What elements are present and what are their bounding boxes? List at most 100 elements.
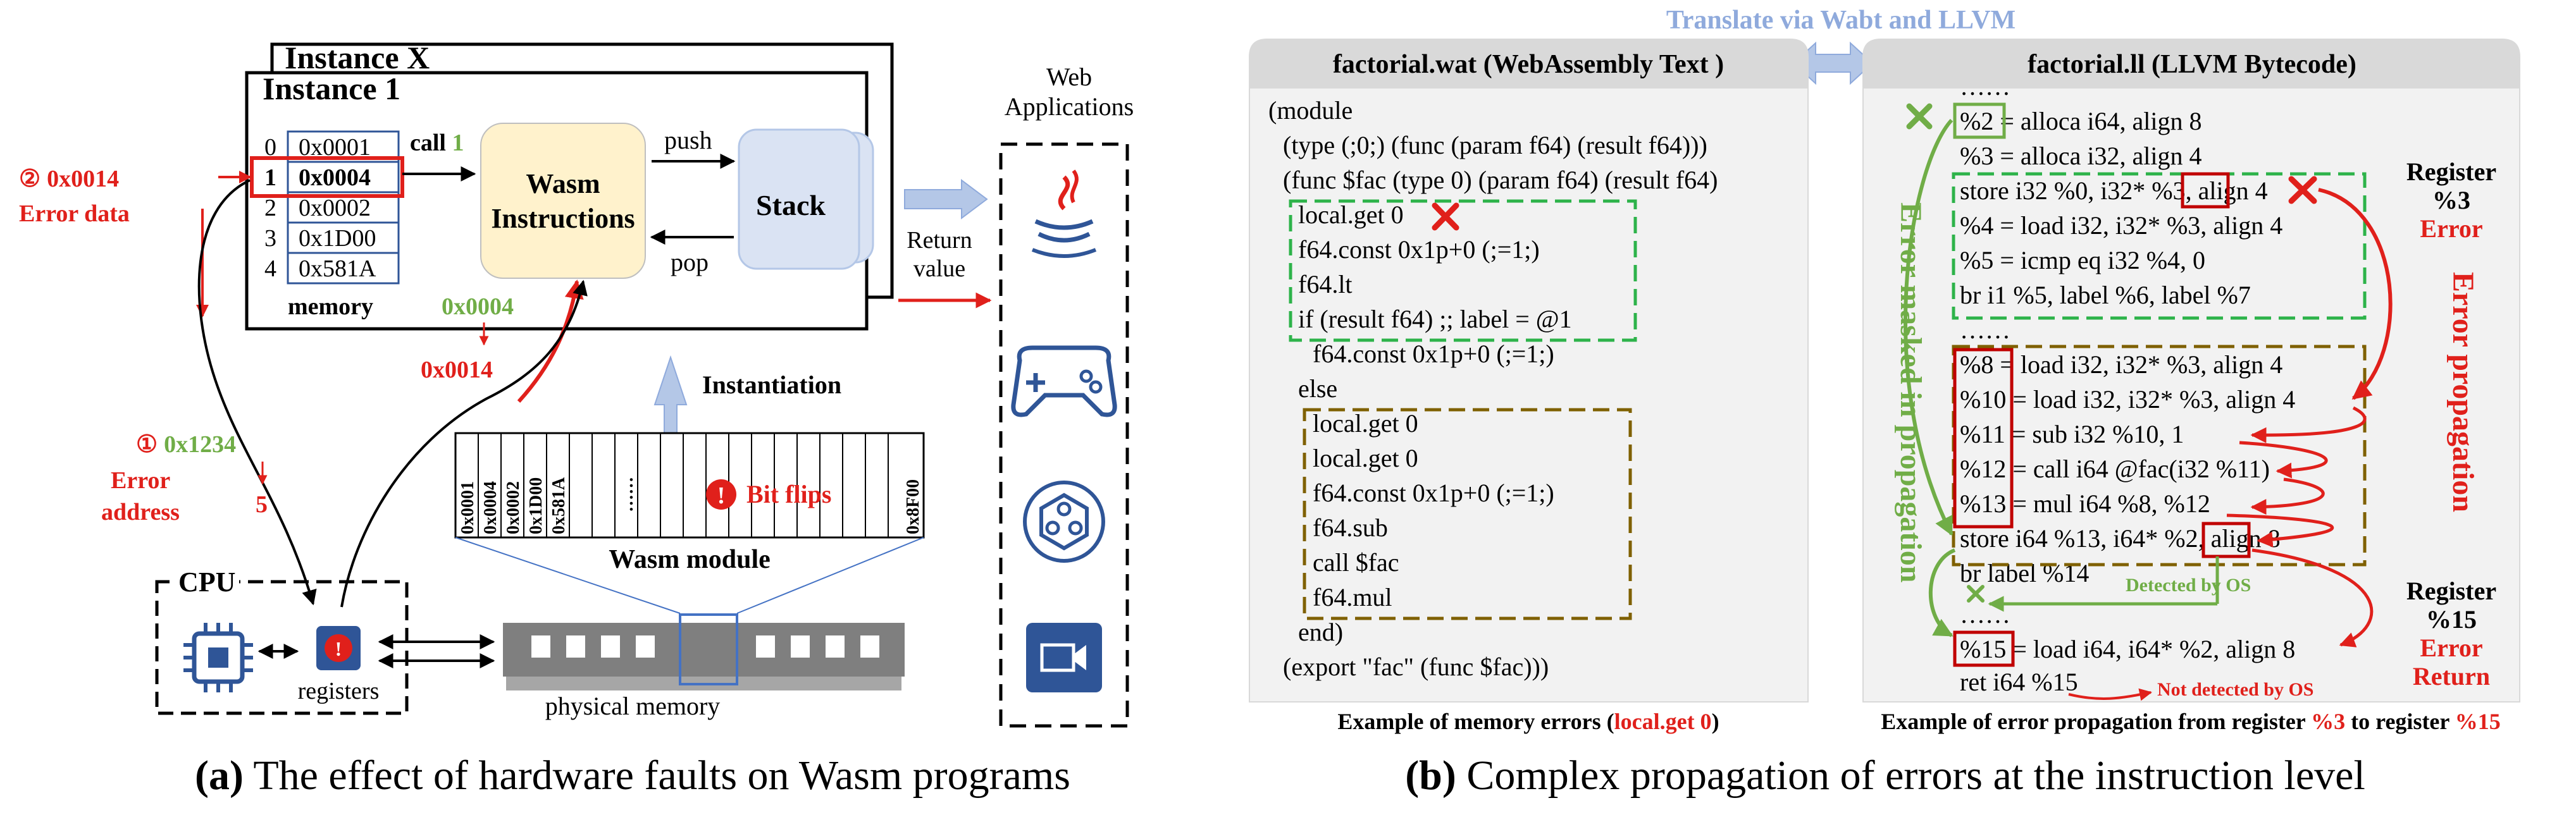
push-label: push <box>664 126 712 154</box>
wat-line-13: call $fac <box>1313 548 1399 577</box>
error-address-new: 5 <box>256 491 268 518</box>
ll-line-13: store i64 %13, i64* %2, align 8 <box>1960 524 2281 553</box>
memory-label: memory <box>288 293 373 320</box>
memory-value-4: 0x581A <box>299 255 376 282</box>
wasm-instructions-box <box>480 123 646 279</box>
panel-b: Translate via Wabt and LLVM factorial.wa… <box>1249 6 2520 799</box>
web-applications-box <box>999 142 1129 728</box>
pop-label: pop <box>671 248 709 276</box>
web-label-1: Web <box>1046 63 1092 91</box>
registers-icon: ! <box>316 626 361 670</box>
ll-line-9: %10 = load i32, i32* %3, align 4 <box>1960 385 2295 414</box>
wasm-module-label: Wasm module <box>609 545 771 574</box>
module-cell-4: 0x581A <box>549 477 569 534</box>
memory-error-highlight <box>250 156 404 198</box>
svg-text:!: ! <box>335 637 342 660</box>
wat-line-5: f64.lt <box>1298 270 1353 298</box>
reg2-green-box <box>1953 102 2006 139</box>
module-cell-3: 0x1D00 <box>526 477 546 534</box>
error-data-label: Error data <box>19 200 130 227</box>
store-error-x-icon <box>2288 176 2317 204</box>
ll-header <box>1863 39 2520 89</box>
wat-line-16: (export "fac" (func $fac))) <box>1283 653 1549 681</box>
ll-line-5: %5 = icmp eq i32 %4, 0 <box>1960 246 2205 274</box>
error-x-icon <box>1432 202 1459 231</box>
detected-by-os: Detected by OS <box>2126 575 2251 596</box>
if-block-box <box>1289 199 1637 342</box>
reg15-label-1: Register <box>2406 577 2496 605</box>
masked-arrow <box>1904 118 1954 536</box>
call-label: call 1 <box>410 130 464 156</box>
java-icon <box>1031 169 1097 258</box>
reg3-store-box <box>2181 172 2230 209</box>
ll-line-8: %8 = load i32, i32* %3, align 4 <box>1960 350 2282 379</box>
wat-caption: Example of memory errors (local.get 0) <box>1337 709 1719 734</box>
ll-line-0: …… <box>1960 72 2010 101</box>
ll-store-block <box>1952 172 2367 320</box>
cpu-label-bg <box>170 569 239 597</box>
prop-arrow-6 <box>2251 548 2374 647</box>
ll-line-17: ret i64 %15 <box>1960 668 2078 696</box>
memory-value-1: 0x0004 <box>299 164 371 191</box>
module-cell-last: 0x8F00 <box>903 479 923 534</box>
reg2-store-box <box>2201 522 2251 558</box>
bit-flip-icon <box>706 479 736 510</box>
else-block-box <box>1303 408 1632 620</box>
physical-memory-icon <box>503 613 905 690</box>
stack-box <box>738 128 860 270</box>
faulty-value: 0x0014 <box>421 357 493 383</box>
wasm-label-2: Instructions <box>491 203 635 234</box>
reg15-label-4: Return <box>2413 662 2490 690</box>
memory-index-0: 0 <box>264 134 276 161</box>
wat-line-3: local.get 0 <box>1298 200 1404 229</box>
instantiation-label: Instantiation <box>702 371 841 399</box>
wat-line-8: else <box>1298 374 1337 403</box>
memory-value-2: 0x0002 <box>299 195 371 221</box>
cpu-label: CPU <box>178 567 235 598</box>
wat-title: factorial.wat (WebAssembly Text ) <box>1333 50 1724 79</box>
memory-index-4: 4 <box>264 255 276 282</box>
wat-header <box>1249 39 1808 89</box>
wasm-label-1: Wasm <box>526 168 600 199</box>
ll-compute-block <box>1952 345 2367 567</box>
wasm-module: 0x0001 0x0004 0x0002 0x1D00 0x581A …… 0x… <box>454 432 925 574</box>
registers-label: registers <box>298 678 380 704</box>
memory-to-registers-arrow <box>197 179 317 606</box>
ll-line-7: …… <box>1960 316 2010 344</box>
ll-line-6: br i1 %5, label %6, label %7 <box>1960 281 2251 309</box>
module-cell-0: 0x0001 <box>458 481 478 534</box>
ll-code: …… %2 = alloca i64, align 8 %3 = alloca … <box>1960 72 2295 696</box>
wat-line-7: f64.const 0x1p+0 (;=1;) <box>1313 340 1554 368</box>
memory-index-1: 1 <box>264 164 276 191</box>
error-address-label-1: Error <box>111 467 170 494</box>
wat-line-1: (type (;0;) (func (param f64) (result f6… <box>1283 131 1707 159</box>
ll-line-4: %4 = load i32, i32* %3, align 4 <box>1960 211 2282 240</box>
reg3-label-3: Error <box>2420 214 2482 243</box>
error-address-label-2: address <box>101 499 180 525</box>
masked-arrow-2 <box>1928 548 1956 637</box>
prop-arrow-2 <box>2250 406 2367 443</box>
wat-line-2: (func $fac (type 0) (param f64) (result … <box>1283 166 1718 194</box>
ll-regs-column-box <box>1953 348 2014 529</box>
reg3-label-1: Register <box>2406 157 2496 186</box>
cpu-box <box>155 580 409 715</box>
prop-arrow-3 <box>2239 441 2328 479</box>
ll-line-16: %15 = load i64, i64* %2, align 8 <box>1960 635 2295 663</box>
zoom-line-left <box>455 537 681 614</box>
caption-b: (b) Complex propagation of errors at the… <box>1405 752 2365 799</box>
tensorflow-icon <box>1023 481 1105 563</box>
not-detected-arrow <box>2068 688 2152 701</box>
translate-label: Translate via Wabt and LLVM <box>1666 6 2016 35</box>
faulty-value-arrow <box>517 279 584 403</box>
error-propagation-label: Error propagation <box>2446 272 2480 512</box>
wat-line-15: end) <box>1298 618 1343 646</box>
instantiation-arrow <box>653 355 688 446</box>
wat-line-4: f64.const 0x1p+0 (;=1;) <box>1298 235 1540 264</box>
chip-icon <box>183 623 253 692</box>
module-cell-2: 0x0002 <box>504 481 523 534</box>
wat-line-14: f64.mul <box>1313 583 1392 611</box>
caption-a: (a) The effect of hardware faults on Was… <box>195 752 1070 799</box>
bit-flip-exclaim: ! <box>717 482 726 509</box>
ll-line-2: %3 = alloca i32, align 4 <box>1960 142 2201 170</box>
